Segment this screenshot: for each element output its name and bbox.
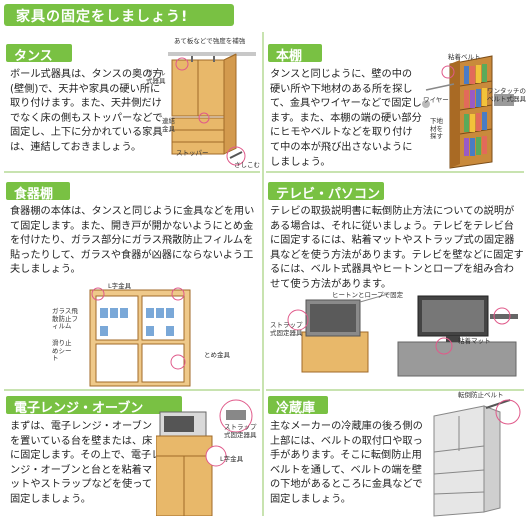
fridge-illustration [433, 399, 521, 517]
label-slip-sheet: 滑り止めシート [52, 339, 72, 362]
label-latch: とめ金具 [204, 351, 230, 359]
microwave-illustration [156, 399, 253, 516]
page-title-bar: 家具の固定をしましょう! [4, 4, 234, 26]
section-body-hondana: タンスと同じように、壁の中の硬い所や下地材のある所を探して、金具やワイヤーなどで… [270, 69, 422, 168]
label-base-material: 下地材を探す [430, 117, 443, 140]
section-title: テレビ・パソコン [276, 187, 381, 202]
section-title: 電子レンジ・オーブン [14, 401, 144, 416]
cupboard-illustration [89, 287, 191, 387]
page-title: 家具の固定をしましょう! [16, 9, 189, 25]
label-adhesive-mat: 粘着マット [458, 337, 491, 345]
label-wedge: さしこむ [234, 161, 260, 169]
row-divider [266, 389, 524, 391]
label-heaton-rope: ヒートンとロープで固定 [332, 291, 404, 299]
section-header-tansu: タンス [6, 44, 72, 64]
label-adhesive-belt: 粘着ベルト [448, 53, 481, 61]
section-body-fridge: 主なメーカーの冷蔵庫の後ろ側の上部には、ベルトの取付口や取っ手があります。そこに… [270, 421, 423, 505]
label-strap: ストラップ式固定器具 [270, 321, 303, 337]
section-title: 本棚 [276, 49, 303, 64]
tansu-illustration [168, 52, 256, 166]
label-belt: 転倒防止ベルト [458, 391, 504, 399]
bookshelf-illustration [422, 55, 514, 169]
row-divider [4, 171, 260, 173]
section-header-tv-pc: テレビ・パソコン [268, 182, 384, 202]
label-l-bracket: L字金具 [108, 282, 132, 290]
row-divider [4, 389, 260, 391]
section-header-hondana: 本棚 [268, 44, 322, 64]
section-header-microwave: 電子レンジ・オーブン [6, 396, 182, 416]
section-body-tansu: ボール式器具は、タンスの奥の方(壁側)で、天井や家具の硬い所に取り付けます。また… [10, 69, 163, 153]
section-body-shokkidana: 食器棚の本体は、タンスと同じように金具などを用いて固定します。また、開き戸が開か… [10, 206, 255, 276]
section-title: 食器棚 [14, 187, 54, 202]
label-onetouch-belt: ワンタッチのベルト式器具 [487, 87, 526, 103]
section-body-microwave: まずは、電子レンジ・オーブンを置いている台を壁または、床に固定します。その上で、… [10, 421, 162, 505]
label-ceiling-note: あて板などで強度を補強 [174, 37, 246, 45]
column-divider [262, 32, 264, 516]
section-header-shokkidana: 食器棚 [6, 182, 70, 202]
label-l-bracket: L字金具 [220, 455, 244, 463]
label-ball-fixture: ボール式器具 [146, 69, 166, 85]
label-stopper: ストッパー [176, 149, 209, 157]
row-divider [266, 171, 524, 173]
label-glass-film: ガラス飛散防止フィルム [52, 307, 78, 330]
section-title: 冷蔵庫 [276, 401, 316, 416]
label-wire: ワイヤー [423, 96, 449, 104]
tv-pc-illustration [287, 293, 518, 377]
section-body-tv-pc: テレビの取扱説明書に転倒防止方法についての説明がある場合は、それに従いましょう。… [270, 206, 524, 290]
section-title: タンス [14, 49, 53, 64]
label-strap: ストラップ式固定器具 [224, 423, 257, 439]
label-connector: 連結金具 [162, 117, 175, 133]
section-header-fridge: 冷蔵庫 [268, 396, 328, 416]
